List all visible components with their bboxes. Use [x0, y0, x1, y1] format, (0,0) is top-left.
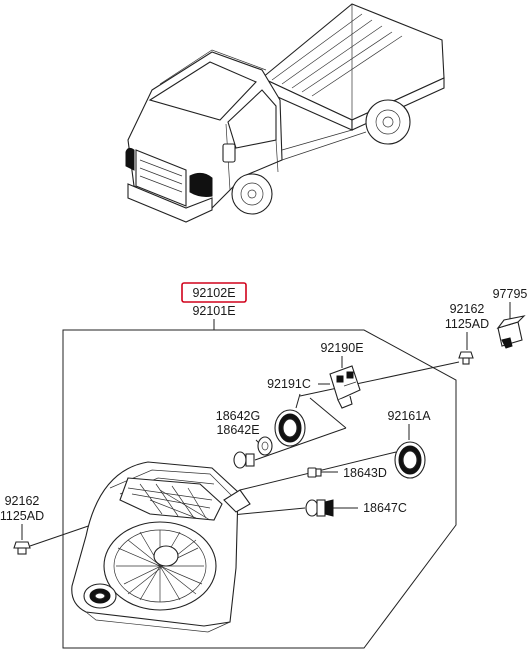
label-screw-right-a[interactable]: 92162 [450, 302, 485, 316]
label-screw-right-b[interactable]: 1125AD [445, 317, 489, 331]
label-cap-lower[interactable]: 92161A [387, 409, 431, 423]
screw-right [458, 351, 474, 365]
highlight-box [181, 282, 247, 303]
label-clip[interactable]: 97795 [493, 287, 528, 301]
clip-part [496, 315, 526, 349]
cap-upper-part [274, 409, 306, 447]
bulb-pos-part [233, 436, 273, 469]
label-bulb-pos-b[interactable]: 18642E [216, 423, 259, 437]
label-socket[interactable]: 92190E [320, 341, 363, 355]
label-screw-left-b[interactable]: 1125AD [0, 509, 44, 523]
bulb-head-part [305, 499, 334, 517]
label-bulb-head[interactable]: 18647C [363, 501, 407, 515]
screw-left [13, 541, 31, 555]
socket-part [329, 365, 361, 409]
cap-lower-part [394, 441, 426, 479]
headlamp-assembly [71, 461, 251, 633]
label-assembly-main[interactable]: 92102E [192, 286, 235, 300]
label-assembly-alt[interactable]: 92101E [192, 304, 235, 318]
truck-illustration [125, 3, 445, 223]
bulb-small-part [307, 467, 322, 478]
label-cap-upper[interactable]: 92191C [267, 377, 311, 391]
label-screw-left-a[interactable]: 92162 [5, 494, 40, 508]
label-bulb-pos-a[interactable]: 18642G [216, 409, 260, 423]
label-bulb-small[interactable]: 18643D [343, 466, 387, 480]
assembly-outline [62, 329, 457, 649]
